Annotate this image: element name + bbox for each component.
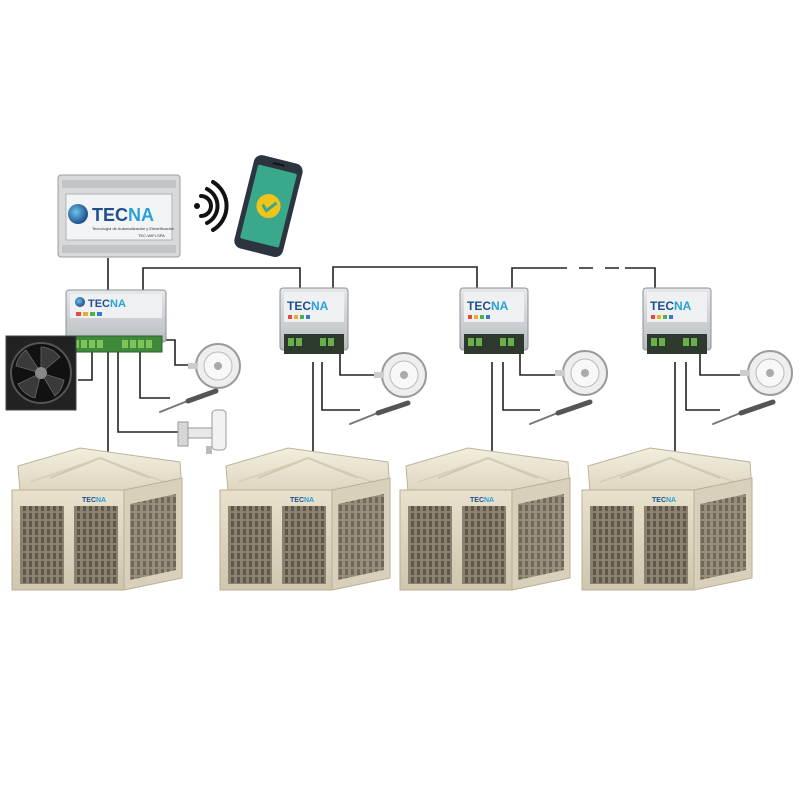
smartphone-icon: [234, 155, 303, 257]
slave-controller: TECNA: [459, 287, 529, 354]
slave2-brand-lead: TEC: [467, 299, 491, 313]
temperature-probe-icon: [712, 399, 776, 425]
tecna-gateway: TECNA Tecnología de Automatización y Ele…: [57, 174, 181, 258]
master-brand-tail: NA: [110, 298, 126, 310]
svg-text:TECNA: TECNA: [92, 205, 154, 225]
evaporative-cooler: TECNA: [219, 447, 391, 591]
gateway-model: TEC-WIFI-SPA: [138, 233, 165, 238]
temperature-probe-icon: [159, 388, 219, 413]
temperature-probe-icon: [529, 399, 593, 425]
master-brand-lead: TEC: [88, 298, 110, 310]
wifi-icon: [194, 180, 229, 232]
cooler4-label: TEC: [652, 497, 666, 504]
gateway-brand-lead: TEC: [92, 205, 128, 225]
check-icon: [256, 194, 281, 219]
svg-text:TECNA: TECNA: [652, 497, 676, 504]
cooler1-badge: NA: [96, 497, 106, 504]
cooler1-label: TEC: [82, 497, 96, 504]
pressure-sensor-icon: [555, 350, 608, 396]
cooler2-label: TEC: [290, 497, 304, 504]
slave-controller: TECNA: [279, 287, 349, 354]
slave2-brand-tail: NA: [491, 299, 509, 313]
svg-text:TECNA: TECNA: [287, 299, 329, 313]
temperature-probe-icon: [349, 400, 411, 425]
pressure-sensor-icon: [188, 343, 241, 389]
slave1-brand-tail: NA: [311, 299, 329, 313]
slave-controller: TECNA: [642, 287, 712, 354]
svg-text:TECNA: TECNA: [290, 497, 314, 504]
wiring: [78, 258, 745, 455]
master-controller: TECNA: [65, 289, 167, 353]
cooler3-label: TEC: [470, 497, 484, 504]
cooler2-badge: NA: [304, 497, 314, 504]
svg-text:TECNA: TECNA: [467, 299, 509, 313]
svg-text:TECNA: TECNA: [470, 497, 494, 504]
water-valve-icon: [177, 409, 227, 454]
slave3-brand-tail: NA: [674, 299, 692, 313]
gateway-brand-tail: NA: [128, 205, 154, 225]
svg-text:TECNA: TECNA: [650, 299, 692, 313]
slave1-brand-lead: TEC: [287, 299, 311, 313]
slave3-brand-lead: TEC: [650, 299, 674, 313]
svg-text:TECNA: TECNA: [88, 298, 126, 310]
gateway-tagline: Tecnología de Automatización y Electrifi…: [92, 226, 174, 231]
svg-text:TECNA: TECNA: [82, 497, 106, 504]
globe-logo-icon: [68, 204, 88, 224]
pressure-sensor-icon: [374, 352, 427, 398]
cooler4-badge: NA: [666, 497, 676, 504]
evaporative-cooler: TECNA: [581, 447, 753, 591]
evaporative-cooler: TECNA: [11, 447, 183, 591]
evaporative-cooler: TECNA: [399, 447, 571, 591]
extractor-fan-icon: [5, 335, 77, 411]
cooler3-badge: NA: [484, 497, 494, 504]
pressure-sensor-icon: [740, 350, 793, 396]
